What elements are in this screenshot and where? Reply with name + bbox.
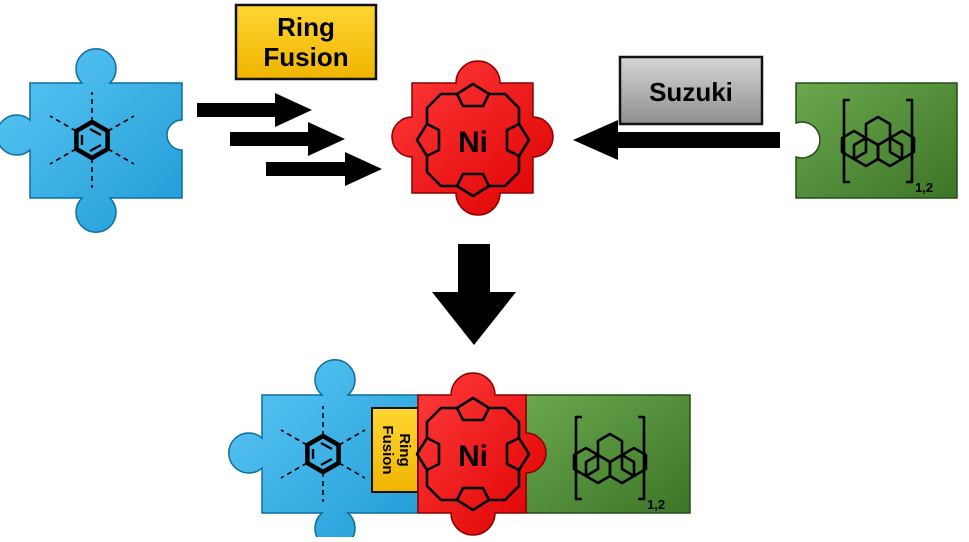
product-ring-fusion-line2: Fusion — [379, 425, 396, 474]
product-pyrene-piece: 1,2 — [525, 394, 691, 514]
suzuki-label: Suzuki — [618, 55, 764, 126]
nickel-label: Ni — [458, 126, 488, 159]
product-benzene-piece — [228, 359, 419, 542]
ring-fusion-text-line1: Ring — [277, 12, 335, 42]
pyrene-subscript: 1,2 — [915, 180, 933, 195]
product-nickel-porphyrin-piece: Ni — [415, 372, 547, 536]
arrow-right-icon — [197, 93, 312, 127]
ring-fusion-arrows — [197, 93, 382, 186]
product-ring-fusion-line1: Ring — [396, 433, 413, 466]
nickel-porphyrin-puzzle-piece: Ni — [391, 60, 554, 216]
pyrene-puzzle-piece: 1,2 — [795, 82, 958, 199]
ring-fusion-text-line2: Fusion — [263, 42, 348, 72]
ring-fusion-label: Ring Fusion — [234, 3, 378, 81]
arrow-down-icon — [432, 244, 516, 345]
suzuki-text: Suzuki — [649, 77, 733, 107]
product-ring-fusion-label: Ring Fusion — [371, 407, 419, 493]
product-nickel-label: Ni — [458, 440, 488, 473]
benzene-puzzle-piece — [0, 47, 183, 234]
arrow-right-icon — [230, 122, 345, 156]
product-pyrene-subscript: 1,2 — [647, 497, 665, 512]
arrow-left-icon — [573, 120, 780, 160]
arrow-right-icon — [266, 152, 382, 186]
